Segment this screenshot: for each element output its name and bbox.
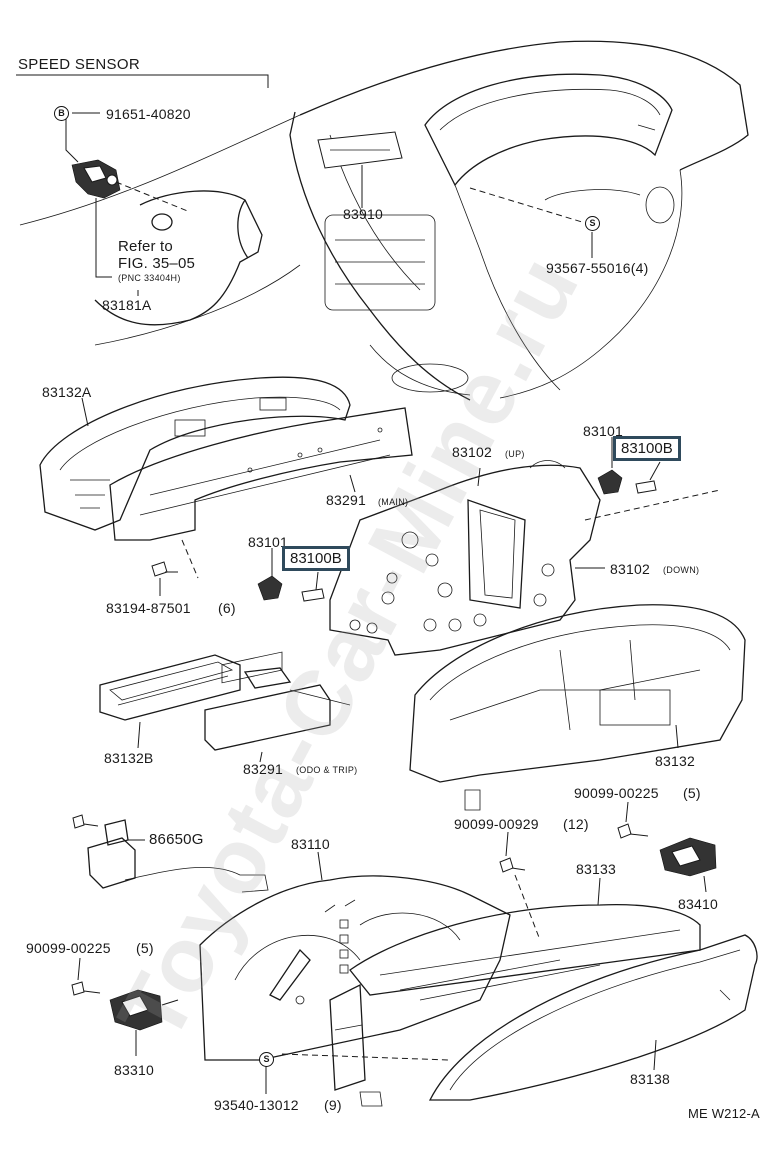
part-83291-odo-drawing: [204, 651, 351, 763]
screw-90099-00225-right-drawing: [617, 801, 649, 839]
label-90099-00929: 90099-00929: [454, 816, 539, 832]
part-83132A-drawing: [39, 376, 351, 531]
lower-housing-drawing: [281, 983, 449, 1107]
label-93540-qty: (9): [324, 1097, 342, 1113]
label-83291-main-note: (MAIN): [378, 497, 409, 507]
part-83133-drawing: [349, 877, 701, 1001]
footer-figure-code: ME W212-A: [688, 1106, 760, 1121]
part-83110-drawing: [199, 851, 511, 1061]
part-86650G-drawing: [72, 814, 269, 893]
bulb-socket-left-drawing: [257, 461, 661, 602]
label-83102-down: 83102: [610, 561, 650, 577]
label-90099-00225-right: 90099-00225: [574, 785, 659, 801]
label-83310: 83310: [114, 1062, 154, 1078]
label-83194-87501: 83194-87501: [106, 600, 191, 616]
refer-note-line2: FIG. 35–05: [118, 255, 196, 272]
label-93540-13012: 93540-13012: [214, 1097, 299, 1113]
screw-s-symbol-bottom: S: [259, 1052, 274, 1067]
part-83132B-drawing: [99, 654, 241, 749]
part-83138-drawing: [428, 934, 758, 1101]
screw-83194-drawing: [151, 561, 178, 596]
label-83102-up-note: (UP): [505, 449, 525, 459]
label-83101-right: 83101: [583, 423, 623, 439]
dashboard-outline: [19, 40, 749, 401]
bulb-socket-right-drawing: [597, 437, 657, 495]
refer-note-line3: (PNC 33404H): [118, 273, 181, 283]
label-83194-qty: (6): [218, 600, 236, 616]
part-83410-drawing: [659, 837, 717, 893]
label-90099-00225-right-qty: (5): [683, 785, 701, 801]
label-83133: 83133: [576, 861, 616, 877]
label-83110: 83110: [291, 836, 330, 852]
label-83102-down-note: (DOWN): [663, 565, 700, 575]
label-90099-00225-left: 90099-00225: [26, 940, 111, 956]
label-83291-main: 83291: [326, 492, 366, 508]
speed-sensor-section: [16, 74, 269, 326]
label-83100B-right-boxed: 83100B: [613, 436, 681, 461]
refer-note-line1: Refer to: [118, 238, 173, 255]
speed-sensor-part: [71, 159, 121, 199]
label-83410: 83410: [678, 896, 718, 912]
screw-90099-00929-drawing: [499, 831, 541, 941]
label-91651-40820: 91651-40820: [106, 106, 191, 122]
label-83291-odo: 83291: [243, 761, 283, 777]
label-86650G: 86650G: [149, 831, 204, 848]
label-90099-00929-qty: (12): [563, 816, 589, 832]
section-title: SPEED SENSOR: [18, 56, 140, 73]
label-93567-55016: 93567-55016(4): [546, 260, 649, 276]
part-83310-drawing: [71, 957, 179, 1056]
label-83181A: 83181A: [102, 297, 152, 313]
part-83132-drawing: [409, 604, 746, 811]
label-83132B: 83132B: [104, 750, 154, 766]
label-83102-up: 83102: [452, 444, 492, 460]
screw-s-symbol-top: S: [585, 216, 600, 231]
label-83132: 83132: [655, 753, 695, 769]
label-83910: 83910: [343, 206, 383, 222]
label-83138: 83138: [630, 1071, 670, 1087]
bolt-b-symbol: B: [54, 106, 69, 121]
label-83101-left: 83101: [248, 534, 288, 550]
label-83291-odo-note: (ODO & TRIP): [296, 765, 358, 775]
label-90099-00225-left-qty: (5): [136, 940, 154, 956]
label-83132A: 83132A: [42, 384, 92, 400]
part-83102-drawing: [329, 460, 721, 656]
label-83100B-left-boxed: 83100B: [282, 546, 350, 571]
